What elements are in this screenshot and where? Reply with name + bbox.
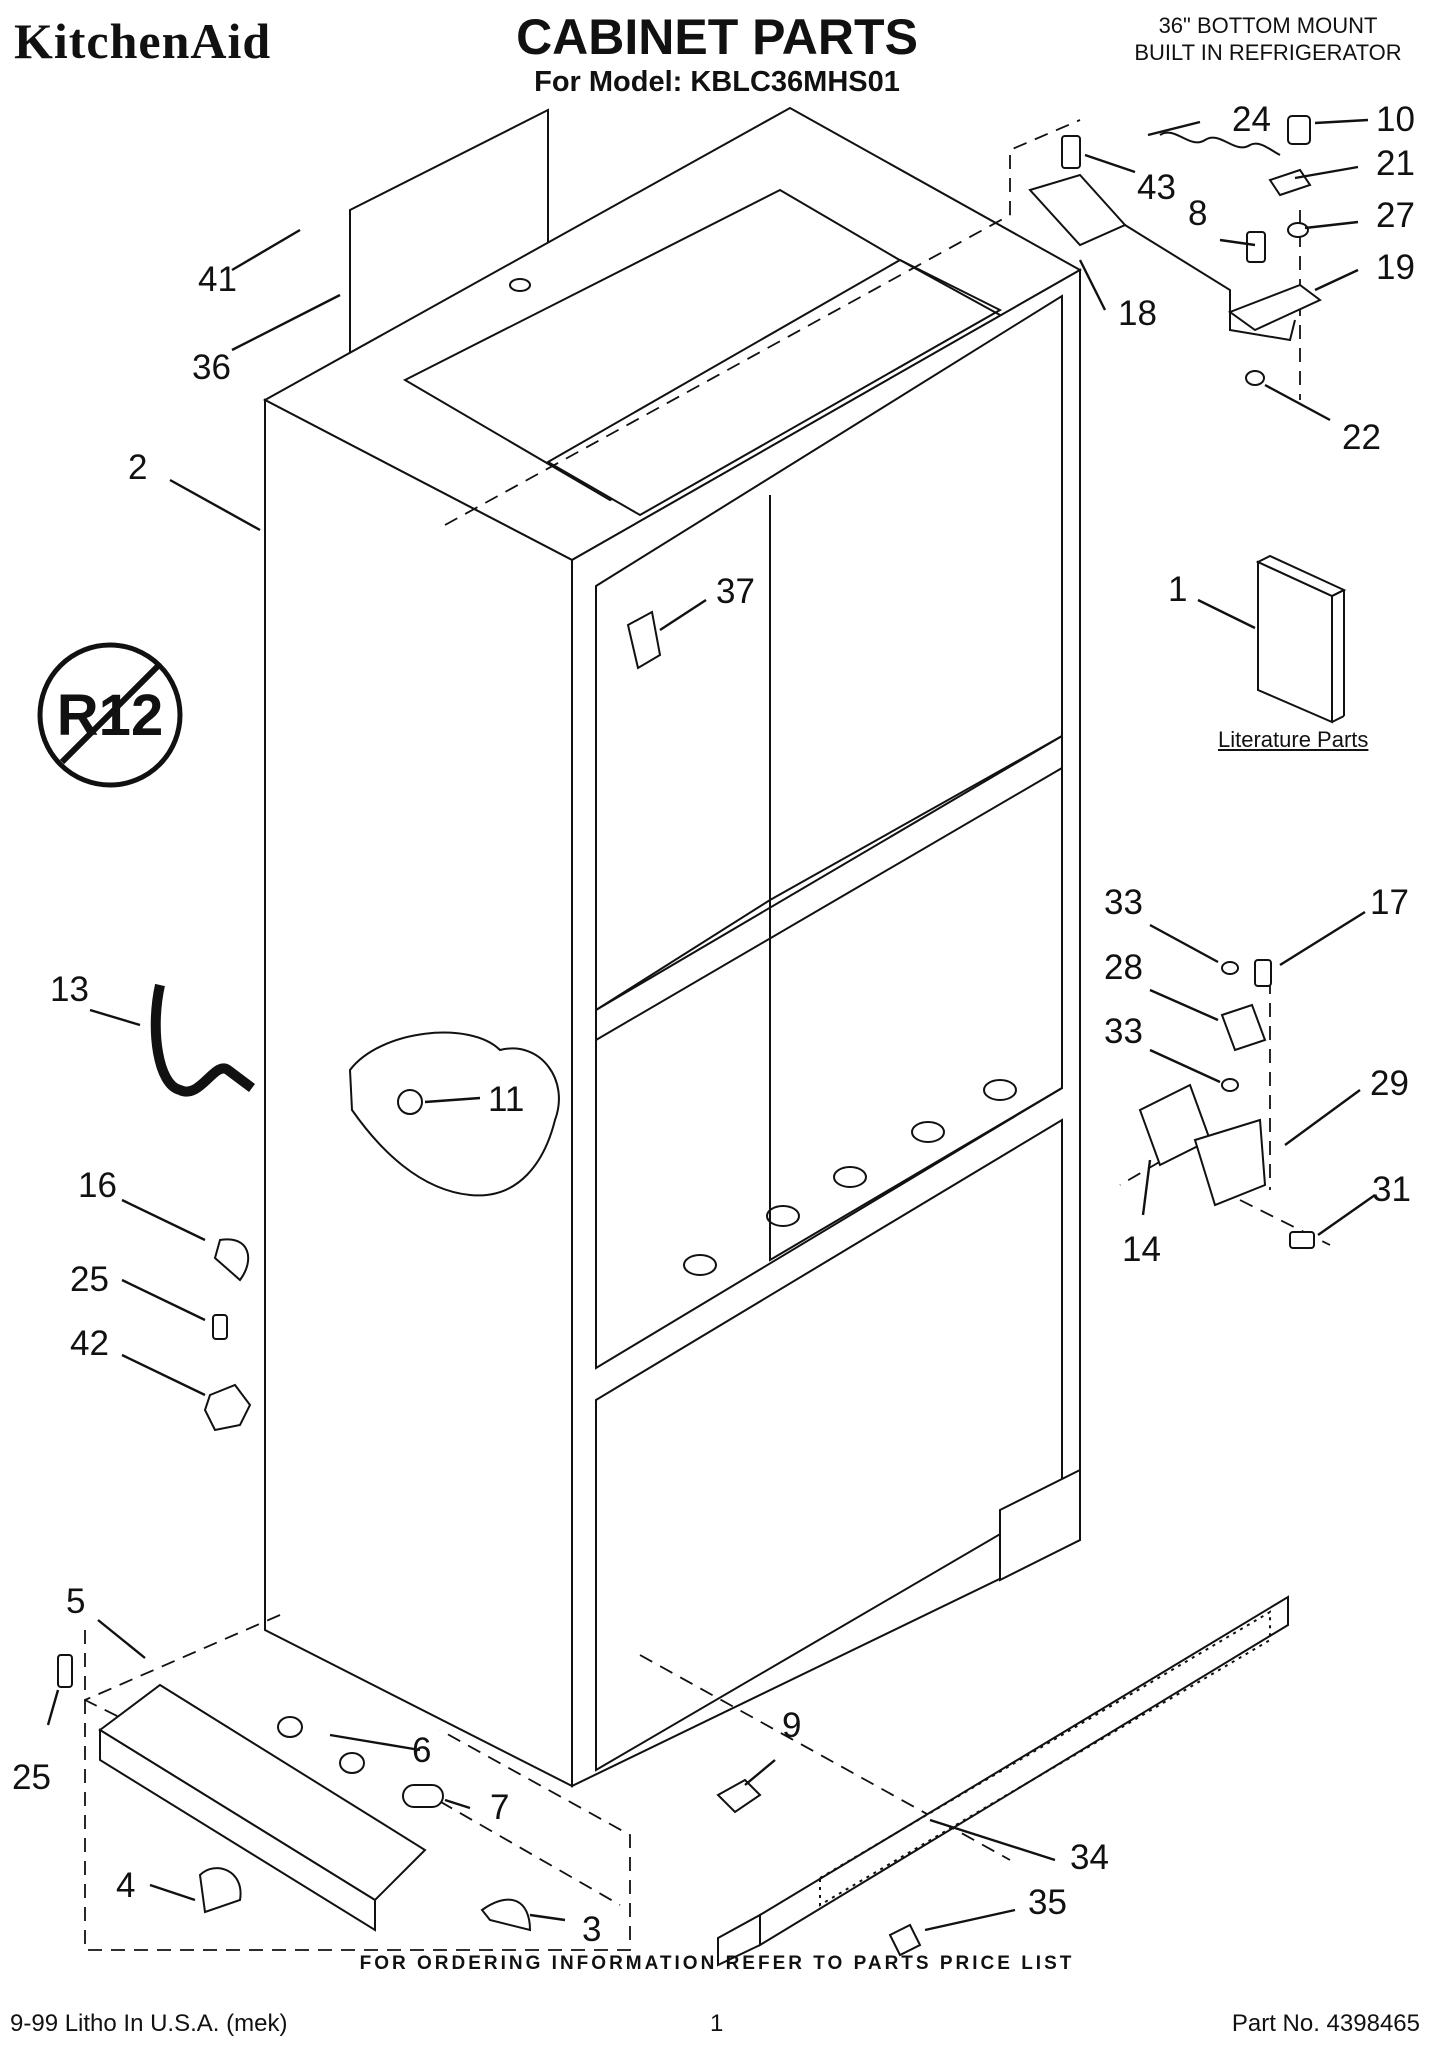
- callout-1: 1: [1168, 570, 1188, 609]
- callout-33-lower: 33: [1104, 1012, 1143, 1051]
- page-number: 1: [710, 2010, 724, 2037]
- callout-9: 9: [782, 1706, 802, 1745]
- badge-text: R12: [57, 683, 163, 748]
- callout-24: 24: [1232, 100, 1271, 139]
- litho-info: 9-99 Litho In U.S.A. (mek): [10, 2010, 288, 2037]
- ordering-note: FOR ORDERING INFORMATION REFER TO PARTS …: [359, 1953, 1075, 1974]
- callout-25-bottom: 25: [12, 1758, 51, 1797]
- callout-36: 36: [192, 348, 231, 387]
- callout-29: 29: [1370, 1064, 1409, 1103]
- callout-6: 6: [412, 1731, 432, 1770]
- part-number: Part No. 4398465: [1231, 2010, 1420, 2037]
- callout-5: 5: [66, 1582, 86, 1621]
- leader-arrows: [46, 118, 1376, 1932]
- screw-part-25: [212, 1314, 228, 1340]
- page-title: CABINET PARTS: [516, 9, 918, 65]
- callout-18: 18: [1118, 294, 1157, 333]
- callout-41: 41: [198, 260, 237, 299]
- callout-14: 14: [1122, 1230, 1161, 1269]
- callout-8: 8: [1188, 194, 1208, 233]
- callout-42: 42: [70, 1324, 109, 1363]
- cabinet-body: [262, 106, 1083, 1788]
- clamp-part-16: [213, 1238, 250, 1282]
- callout-37: 37: [716, 572, 755, 611]
- clip-part-9: [716, 1778, 762, 1814]
- callout-28: 28: [1104, 948, 1143, 987]
- callout-35: 35: [1028, 1883, 1067, 1922]
- callout-43: 43: [1137, 168, 1176, 207]
- callout-2: 2: [128, 448, 148, 487]
- upper-hinge-parts: [1028, 115, 1322, 386]
- unit-line-2: BUILT IN REFRIGERATOR: [1134, 40, 1402, 65]
- lower-hinge-parts: [1138, 959, 1315, 1249]
- callout-21: 21: [1376, 144, 1415, 183]
- callout-31: 31: [1372, 1170, 1411, 1209]
- callout-16: 16: [78, 1166, 117, 1205]
- brand-logo: KitchenAid: [14, 13, 272, 69]
- callout-13: 13: [50, 970, 89, 1009]
- drain-tube-part-13: [150, 983, 255, 1097]
- callout-33-upper: 33: [1104, 883, 1143, 922]
- insulation-cutaway: [348, 1031, 560, 1197]
- top-rail: [545, 258, 1003, 517]
- callout-3: 3: [582, 1910, 602, 1949]
- callout-4: 4: [116, 1866, 136, 1905]
- callout-34: 34: [1070, 1838, 1109, 1877]
- bottom-rail-assembly: [57, 1654, 532, 1932]
- callout-11: 11: [488, 1080, 525, 1119]
- literature-parts-label: Literature Parts: [1218, 727, 1369, 752]
- callout-22: 22: [1342, 418, 1381, 457]
- unit-description: 36" BOTTOM MOUNT BUILT IN REFRIGERATOR: [1118, 12, 1418, 66]
- mullion-bracket-part-37: [626, 610, 662, 670]
- callout-10: 10: [1376, 100, 1415, 139]
- literature-booklet-part-1: [1255, 554, 1347, 724]
- unit-line-1: 36" BOTTOM MOUNT: [1158, 13, 1378, 38]
- callout-27: 27: [1376, 196, 1415, 235]
- screw-part-35: [888, 1923, 922, 1957]
- callout-19: 19: [1376, 248, 1415, 287]
- model-subtitle: For Model: KBLC36MHS01: [534, 66, 900, 98]
- nut-part-42: [203, 1383, 252, 1432]
- toe-grille-part-34: [717, 1595, 1289, 1967]
- callout-25-left: 25: [70, 1260, 109, 1299]
- no-r12-badge: [37, 642, 183, 788]
- callout-17: 17: [1370, 883, 1409, 922]
- callout-7: 7: [490, 1788, 510, 1827]
